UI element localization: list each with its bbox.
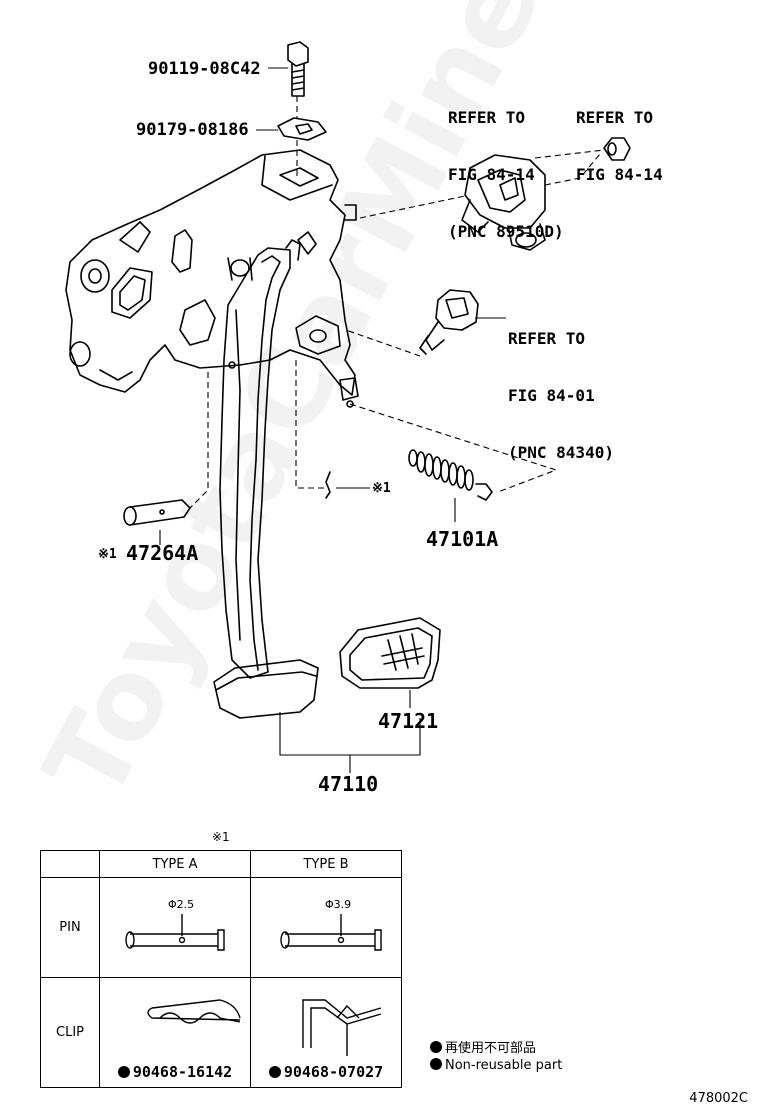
clip-b-part-text: 90468-07027 <box>283 1063 384 1081</box>
pin-callout: 47264A <box>126 541 199 565</box>
sensor-part <box>461 154 546 251</box>
legend-type-a-header: TYPE A <box>99 850 251 878</box>
pin-b-diameter: Φ3.9 <box>325 898 352 911</box>
sensor-reference: REFER TO FIG 84-14 (PNC 89510D) <box>448 70 564 260</box>
washer-callout: 90179-08186 <box>136 120 249 140</box>
clip-b-part-number: 90468-07027 <box>251 1063 401 1081</box>
pin-b-drawing <box>280 914 382 951</box>
legend-type-b-header: TYPE B <box>250 850 402 878</box>
sensor-ref-line-3: (PNC 89510D) <box>448 222 564 241</box>
pad-cover-callout: 47121 <box>378 709 439 733</box>
spring-callout: 47101A <box>426 527 499 551</box>
switch-ref-line-1: REFER TO <box>508 329 586 348</box>
legend-pin-row-label: PIN <box>40 877 100 978</box>
sensor-ref-line-2: FIG 84-14 <box>448 165 535 184</box>
sensor-ref-line-1: REFER TO <box>448 108 526 127</box>
pedal-assembly-drawing <box>65 41 631 773</box>
bolt-part <box>287 41 309 97</box>
pin-part <box>123 499 191 526</box>
pedal-bracket <box>65 149 359 408</box>
pin-a-diameter: Φ2.5 <box>168 898 195 911</box>
legend-clip-type-b: 90468-07027 <box>250 977 402 1088</box>
non-reusable-en-text: Non-reusable part <box>445 1058 563 1073</box>
clip-b-drawing <box>302 999 382 1056</box>
non-reusable-dot-icon-2 <box>430 1058 442 1070</box>
legend-pin-type-b: Φ3.9 <box>250 877 402 978</box>
non-reusable-note-jp: 再使用不可部品 <box>430 1037 536 1056</box>
non-reusable-note-en: Non-reusable part <box>430 1058 562 1073</box>
pedal-arm <box>219 239 301 679</box>
legend-clip-row-label: CLIP <box>40 977 100 1088</box>
legend-corner <box>40 850 100 878</box>
switch-ref-line-3: (PNC 84340) <box>508 443 614 462</box>
legend-clip-type-a: 90468-16142 <box>99 977 251 1088</box>
pin-clip-legend-table: TYPE A TYPE B PIN Φ2.5 Φ3.9 <box>40 850 402 1088</box>
non-reusable-dot-icon <box>430 1041 442 1053</box>
switch-ref-line-2: FIG 84-01 <box>508 386 595 405</box>
clip-a-part-number: 90468-16142 <box>100 1063 250 1081</box>
pin-a-drawing <box>125 914 225 951</box>
spring-part <box>408 449 493 501</box>
pin-mark: ※1 <box>98 547 117 562</box>
clip-a-drawing <box>147 999 241 1024</box>
nut-ref-line-2: FIG 84-14 <box>576 165 663 184</box>
washer-part <box>277 117 327 141</box>
pedal-pad-cover <box>339 617 441 689</box>
clip-part <box>325 471 331 499</box>
legend-mark: ※1 <box>212 830 230 844</box>
pedal-pad-lower <box>213 659 319 719</box>
clip-mark: ※1 <box>372 481 391 496</box>
nut-part <box>603 137 631 161</box>
switch-reference: REFER TO FIG 84-01 (PNC 84340) <box>508 291 614 481</box>
switch-part <box>419 289 479 355</box>
legend-pin-type-a: Φ2.5 <box>99 877 251 978</box>
bolt-callout: 90119-08C42 <box>148 59 261 79</box>
clip-a-part-text: 90468-16142 <box>132 1063 233 1081</box>
nut-ref-line-1: REFER TO <box>576 108 654 127</box>
non-reusable-jp-text: 再使用不可部品 <box>445 1041 537 1056</box>
nut-reference: REFER TO FIG 84-14 <box>576 70 663 203</box>
figure-code: 478002C <box>689 1091 748 1106</box>
pedal-callout: 47110 <box>318 772 379 796</box>
